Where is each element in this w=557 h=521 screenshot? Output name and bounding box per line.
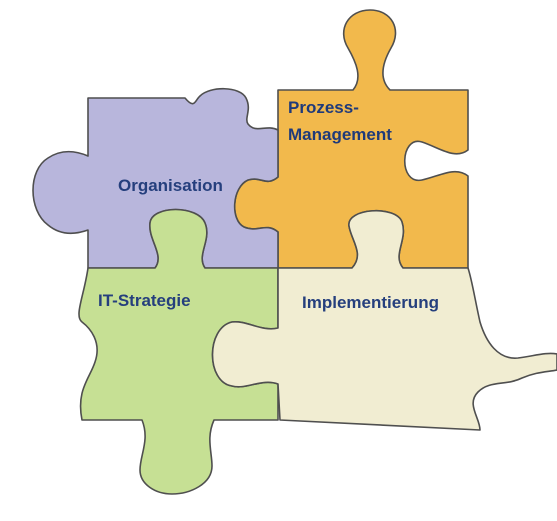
piece-it-strategie	[78, 208, 279, 495]
label-organisation: Organisation	[118, 176, 223, 195]
label-prozess-management-line1: Prozess-	[288, 98, 359, 117]
label-prozess-management-line2: Management	[288, 125, 392, 144]
piece-organisation	[32, 87, 279, 269]
label-implementierung: Implementierung	[302, 293, 439, 312]
label-it-strategie: IT-Strategie	[98, 291, 191, 310]
